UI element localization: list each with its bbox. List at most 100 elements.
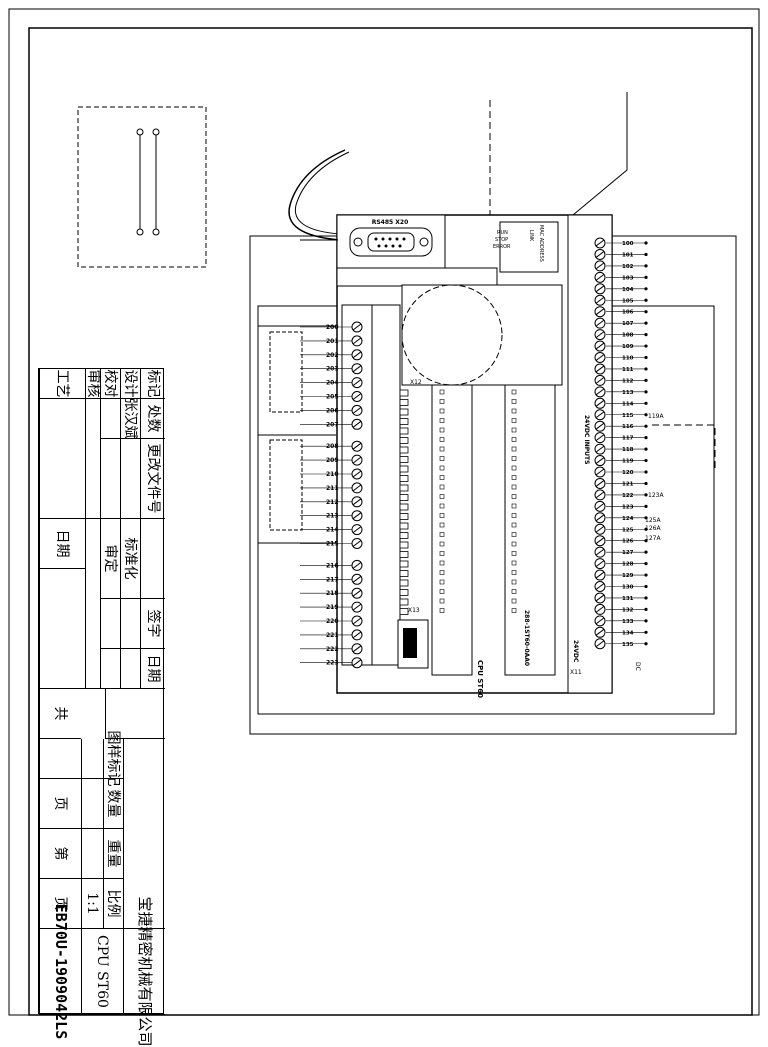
output-terminals — [594, 237, 648, 650]
tb-blank — [39, 739, 81, 779]
input-number: 222 — [326, 646, 339, 653]
power-label: 24VDC — [572, 640, 579, 663]
tb-h-sign-blank — [140, 519, 165, 599]
serial-cable — [288, 149, 346, 241]
input-number: 217 — [326, 576, 339, 583]
tb-blank — [81, 739, 103, 779]
led-run: RUN — [497, 230, 508, 236]
output-number: 123 — [622, 504, 634, 510]
output-number: 110 — [622, 356, 634, 362]
input-number: 209 — [326, 457, 339, 464]
tb-blank — [85, 399, 100, 519]
x12-label: X12 — [410, 379, 422, 386]
output-number: 121 — [622, 481, 634, 487]
inner-border — [28, 27, 753, 1016]
tb-blank — [85, 519, 100, 689]
tb-scale-val: 1:1 — [81, 879, 103, 929]
output-number: 103 — [622, 275, 634, 281]
connector-pins — [374, 237, 406, 248]
tb-blank — [100, 439, 120, 519]
tb-drawing-no: EB70U-1909042LS — [39, 904, 81, 1039]
input-number: 206 — [326, 407, 339, 414]
output-number: 107 — [622, 321, 634, 327]
drawing-sheet: RS485 X20 CPU ST60 288-1ST60-0AA0 X12 X1… — [8, 8, 760, 1016]
tb-review: 审核 — [85, 369, 101, 399]
input-number: 218 — [326, 590, 339, 597]
input-number: 223 — [326, 660, 339, 667]
tb-blank — [81, 779, 103, 829]
tb-check: 校对 — [100, 369, 120, 399]
output-label-123A: 123A — [648, 492, 664, 499]
tb-blank — [100, 599, 120, 649]
output-number: 105 — [622, 298, 634, 304]
tb-blank — [100, 399, 120, 439]
output-number: 114 — [622, 401, 634, 407]
tb-blank — [39, 399, 85, 519]
output-number: 101 — [622, 252, 634, 258]
output-number: 135 — [622, 642, 634, 648]
pointer-line — [572, 92, 628, 216]
dc-label: DC — [634, 662, 641, 671]
input-number: 210 — [326, 471, 339, 478]
output-number: 116 — [622, 424, 634, 430]
output-number: 132 — [622, 607, 634, 613]
input-numbers: 2002012022032042052062072082092102112122… — [326, 324, 339, 667]
tb-craft: 工艺 — [39, 369, 85, 399]
input-number: 207 — [326, 421, 339, 428]
input-number: 202 — [326, 352, 339, 359]
tb-sheet: 第 — [39, 829, 81, 879]
led-column — [399, 389, 517, 615]
tb-total: 共 — [39, 689, 81, 739]
tb-page: 页 — [39, 779, 81, 829]
tb-blank — [120, 439, 140, 519]
output-label-119A: 119A — [648, 413, 664, 420]
output-number: 124 — [622, 516, 634, 522]
input-number: 213 — [326, 513, 339, 520]
x13-label: X13 — [408, 607, 420, 614]
input-number: 211 — [326, 485, 339, 492]
output-label-125A: 125A — [645, 517, 661, 524]
input-number: 221 — [326, 632, 339, 639]
title-block: 标记 处数 更改文件号 签字 日期 设计 张汉斌 标准化 校对 审定 审核 工艺… — [38, 368, 165, 1047]
output-number: 112 — [622, 378, 634, 384]
output-number: 127 — [622, 550, 634, 556]
output-number: 125 — [622, 527, 634, 533]
output-number: 131 — [622, 596, 634, 602]
tb-blank — [100, 649, 120, 689]
output-number: 113 — [622, 390, 634, 396]
input-module-box — [269, 439, 303, 531]
led-error: ERROR — [493, 244, 511, 250]
tb-qty: 数量 — [103, 779, 123, 829]
tb-weight: 重量 — [103, 829, 123, 879]
output-number: 130 — [622, 585, 634, 591]
input-terminals — [300, 321, 363, 669]
tb-h-date: 日期 — [140, 649, 165, 689]
output-number: 120 — [622, 470, 634, 476]
tb-h-doc: 更改文件号 — [140, 439, 165, 519]
output-number: 102 — [622, 264, 634, 270]
input-number: 203 — [326, 366, 339, 373]
input-number: 205 — [326, 394, 339, 401]
output-number: 128 — [622, 562, 634, 568]
tb-blank — [81, 829, 103, 879]
link-label: LINK — [528, 230, 534, 242]
tb-design: 设计 — [120, 369, 140, 399]
output-label-127A: 127A — [645, 535, 661, 542]
output-number: 118 — [622, 447, 634, 453]
tb-blank — [120, 649, 140, 689]
output-numbers: 1001011021031041051061071081091101111121… — [622, 241, 634, 648]
output-number: 126 — [622, 539, 634, 545]
input-number: 214 — [326, 527, 339, 534]
tb-stage: 图样标记 — [103, 731, 123, 787]
input-number: 215 — [326, 541, 339, 548]
port-label: RS485 X20 — [372, 219, 409, 226]
input-number: 216 — [326, 562, 339, 569]
input-number: 208 — [326, 443, 339, 450]
input-number: 200 — [326, 324, 339, 331]
x11-label: X11 — [570, 669, 582, 676]
led-stop: STOP — [495, 237, 508, 243]
outputs-label: 24VDC INPUTS — [583, 415, 590, 464]
tb-approve: 审定 — [100, 519, 120, 599]
model-label: CPU ST60 — [476, 660, 484, 698]
input-number: 201 — [326, 338, 339, 345]
